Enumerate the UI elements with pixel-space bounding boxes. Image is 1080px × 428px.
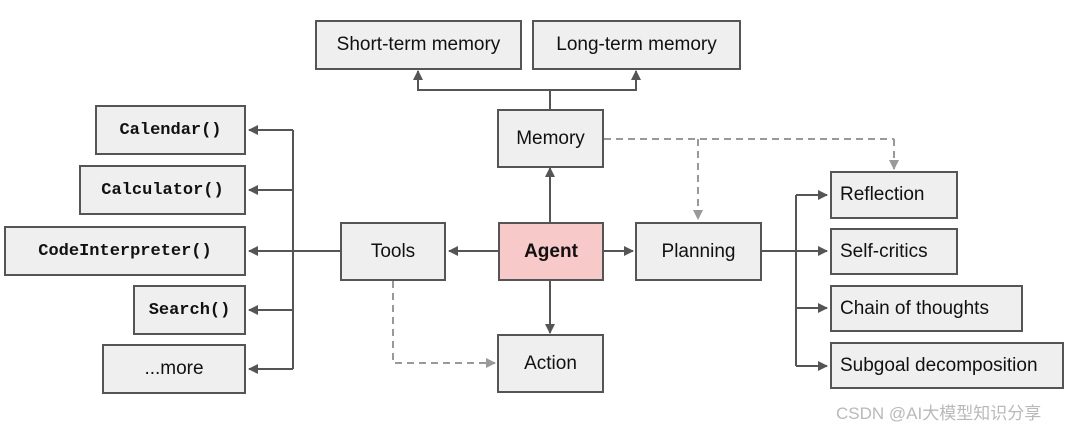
edge-memory-long [550, 70, 641, 91]
action-box: Action [497, 334, 604, 393]
edge-memory-split [417, 71, 551, 109]
calculator-tool-box: Calculator() [79, 165, 246, 215]
memory-box: Memory [497, 109, 604, 168]
self-critics-box: Self-critics [830, 228, 958, 275]
reflection-box: Reflection [830, 171, 958, 219]
watermark-text: CSDN @AI大模型知识分享 [836, 404, 1042, 423]
short-term-memory-box: Short-term memory [315, 20, 522, 70]
code-interpreter-tool-box: CodeInterpreter() [4, 226, 246, 276]
tools-box: Tools [340, 222, 446, 281]
chain-of-thoughts-box: Chain of thoughts [830, 285, 1023, 332]
long-term-memory-box: Long-term memory [532, 20, 741, 70]
planning-box: Planning [635, 222, 762, 281]
search-tool-box: Search() [133, 285, 246, 335]
subgoal-decomposition-box: Subgoal decomposition [830, 342, 1064, 389]
agent-box: Agent [498, 222, 604, 281]
calendar-tool-box: Calendar() [95, 105, 246, 155]
edge-tools-action-dashed [392, 281, 496, 368]
more-tools-box: ...more [102, 344, 246, 394]
